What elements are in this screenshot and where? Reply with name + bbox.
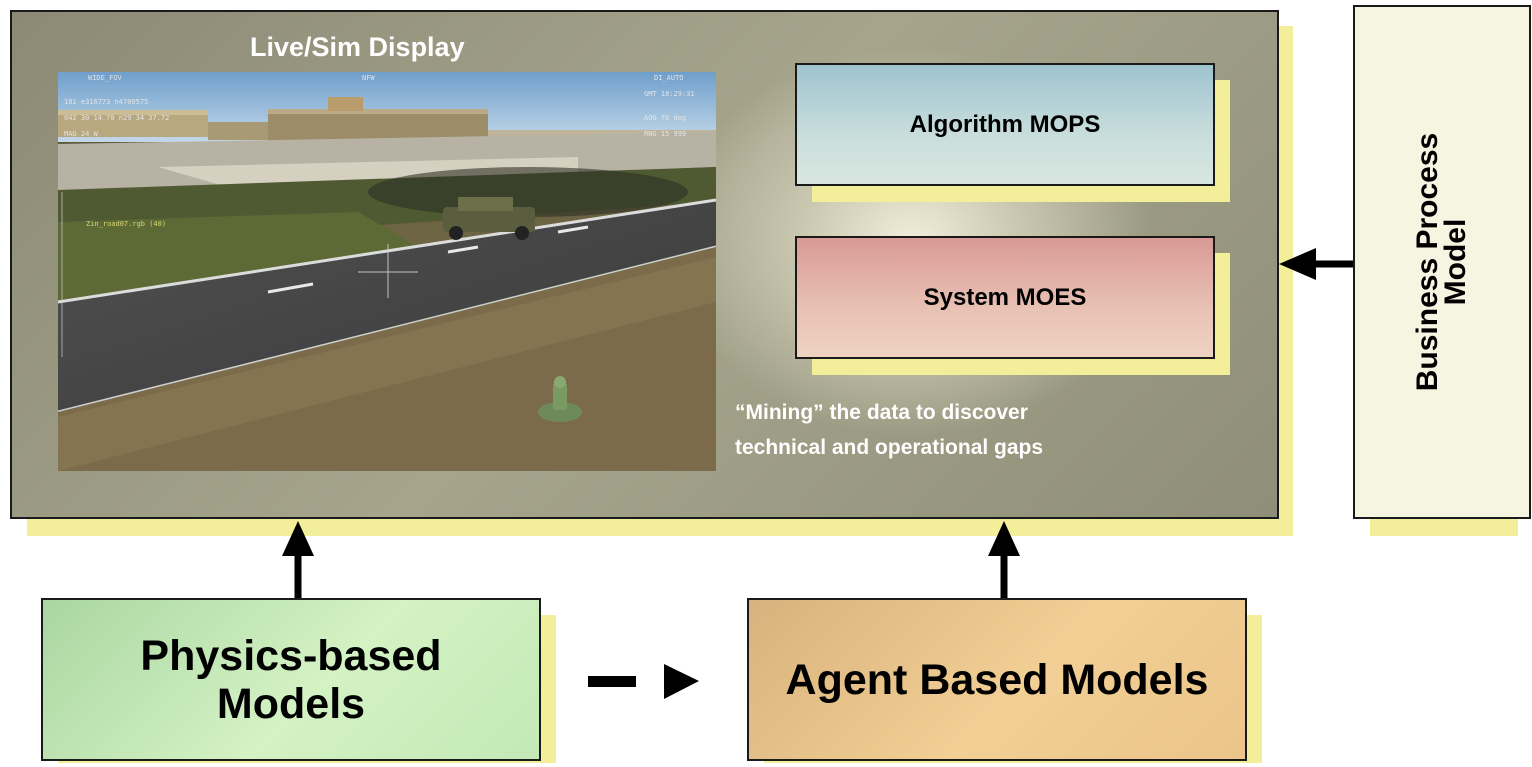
hud-time: GMT 18:29:31: [644, 90, 695, 98]
algorithm-mops-label: Algorithm MOPS: [909, 110, 1101, 138]
physics-line2: Models: [216, 679, 366, 728]
live-sim-title: Live/Sim Display: [250, 32, 465, 62]
physics-line1: Physics-based: [140, 631, 442, 680]
business-process-line2: Model: [1439, 218, 1472, 306]
hud-mode: WIDE_FOV: [88, 74, 122, 82]
agent-based-models-box: Agent Based Models: [747, 598, 1247, 761]
hud-line3: MAG 24 W: [64, 130, 98, 138]
crosshair-icon: [358, 244, 418, 298]
mining-note-line1: “Mining” the data to discover: [735, 401, 1028, 424]
mining-note: “Mining” the data to discover technical …: [735, 395, 1043, 465]
physics-based-models-label: Physics-based Models: [43, 600, 539, 759]
hud-line1: 101 e316773 n4709575: [64, 98, 149, 106]
hud-heading: AOG 76 deg: [644, 114, 687, 122]
simulation-scene: WIDE_FOV NFW DI_AUTO 101 e316773 n470957…: [58, 72, 716, 471]
vehicle-icon: [443, 197, 535, 240]
hud-target: Zin_road07.rgb (40): [86, 220, 167, 228]
mining-note-line2: technical and operational gaps: [735, 436, 1044, 459]
sensor-object-icon: [538, 376, 582, 422]
physics-based-models-box: Physics-based Models: [41, 598, 541, 761]
business-process-model-box: Business Process Model: [1353, 5, 1531, 519]
system-moes-label: System MOES: [923, 283, 1087, 311]
agent-based-models-label: Agent Based Models: [785, 655, 1209, 704]
business-process-line1: Business Process: [1411, 132, 1444, 392]
simulation-scene-image: [58, 72, 716, 471]
algorithm-mops-box: Algorithm MOPS: [795, 63, 1215, 186]
system-moes-box: System MOES: [795, 236, 1215, 359]
arrow-right-dashed-icon: [588, 664, 699, 699]
hud-range: RNG 15 999: [644, 130, 687, 138]
hud-auto: DI_AUTO: [654, 74, 684, 82]
hud-center: NFW: [362, 74, 375, 82]
hud-line2: 042 30 14.70 n29 34 37.72: [64, 114, 170, 122]
business-process-model-label: Business Process Model: [1411, 132, 1472, 392]
